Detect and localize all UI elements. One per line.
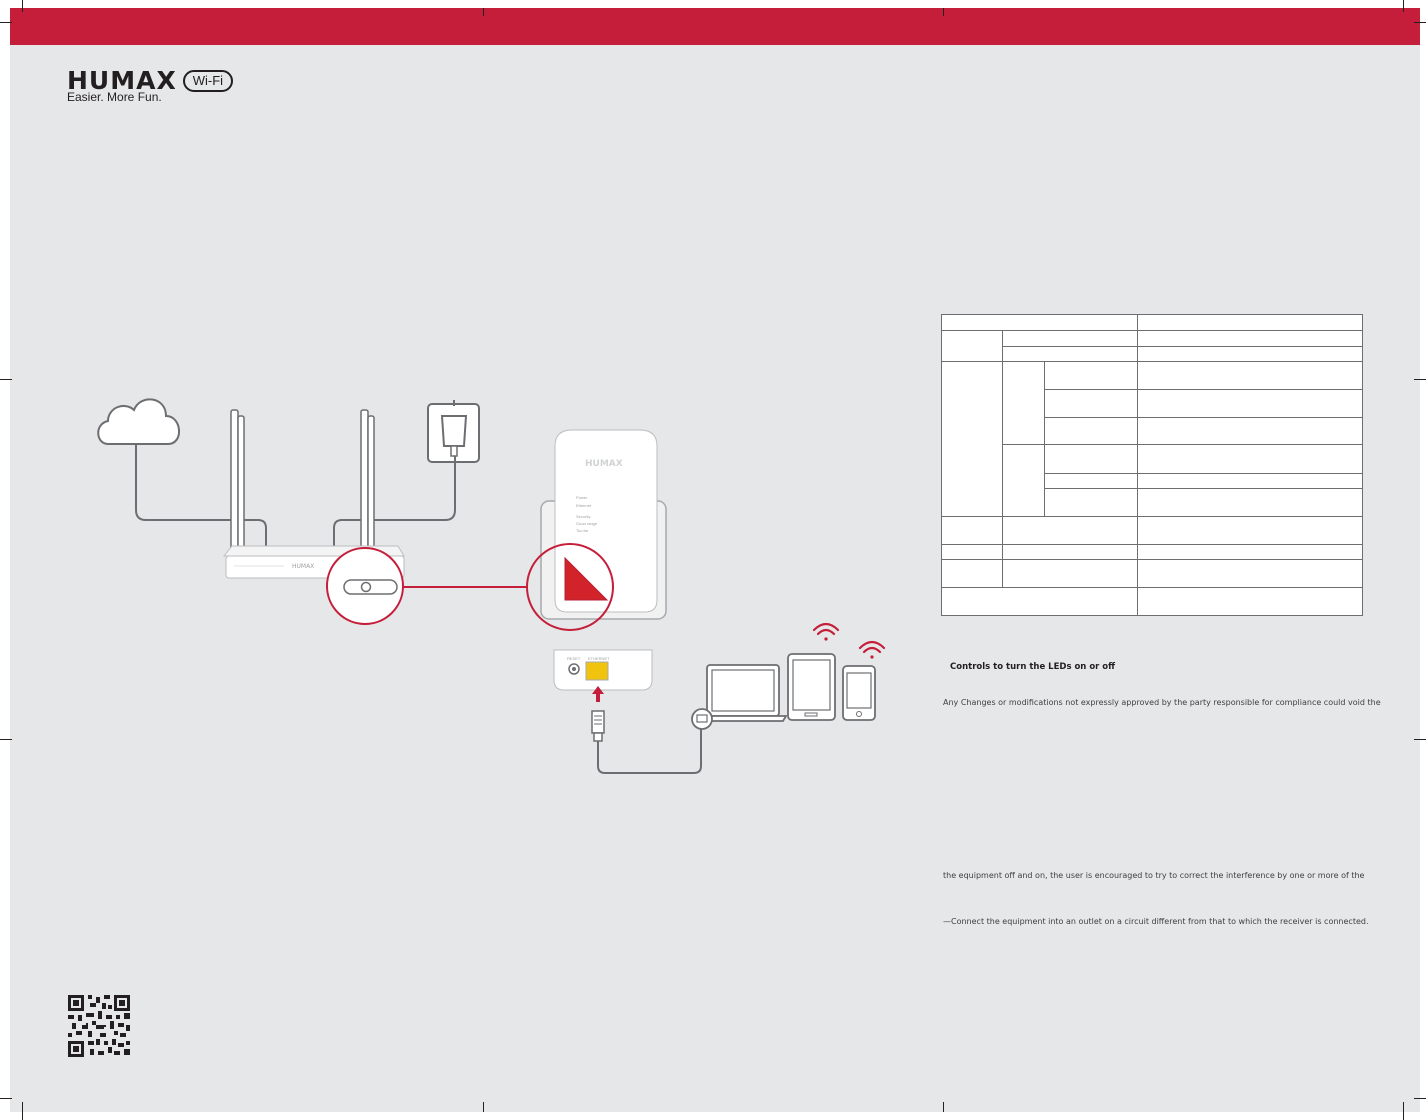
table-cell [941, 330, 1003, 362]
led-label: Ethernet [576, 503, 592, 508]
extender-wps-button [564, 556, 609, 601]
table-cell [1136, 389, 1363, 418]
table-cell [1001, 444, 1045, 517]
wall-outlet-icon [427, 400, 480, 463]
table-cell [1136, 544, 1363, 560]
table-cell [1136, 417, 1363, 445]
extender-bottom-view: RESET ETHERNET [553, 649, 653, 691]
top-accent-bar [10, 8, 1420, 45]
table-cell [941, 587, 1138, 616]
table-row [941, 559, 1363, 588]
table-cell [941, 544, 1003, 560]
table-cell [941, 559, 1003, 588]
crop-mark [483, 1102, 484, 1112]
table-row [941, 544, 1363, 560]
router-brand: HUMAX [292, 563, 314, 570]
table-cell [1043, 444, 1138, 474]
port-label: RESET [567, 656, 581, 661]
table-cell [1136, 314, 1363, 331]
crop-mark [1414, 739, 1426, 740]
table-row [941, 587, 1363, 616]
qr-code [68, 995, 130, 1057]
table-cell [1043, 473, 1138, 489]
table-cell [1136, 488, 1363, 517]
interference-notice: the equipment off and on, the user is en… [943, 871, 1365, 880]
ethernet-port [585, 661, 609, 681]
power-cable [333, 456, 456, 548]
tablet-icon [787, 653, 836, 721]
changes-notice: Any Changes or modifications not express… [943, 698, 1381, 707]
table-row [941, 314, 1363, 331]
table-cell [941, 361, 1003, 517]
wifi-signal-icon [812, 622, 840, 641]
table-cell [1001, 516, 1138, 545]
table-cell [1136, 587, 1363, 616]
insert-arrow-icon [592, 686, 604, 702]
laptop-icon [698, 664, 788, 722]
table-cell [1001, 330, 1138, 347]
outlet-notice: —Connect the equipment into an outlet on… [943, 917, 1369, 926]
crop-mark [1414, 22, 1426, 23]
extender-brand: HUMAX [585, 459, 623, 469]
table-cell [1136, 361, 1363, 390]
table-cell [1001, 346, 1138, 362]
crop-mark [1414, 1098, 1426, 1099]
table-cell [1136, 516, 1363, 545]
crop-mark [483, 8, 484, 16]
led-label: Security [576, 514, 590, 519]
internet-cable [135, 444, 267, 548]
table-row [942, 389, 1363, 418]
crop-mark [22, 1102, 23, 1120]
cloud-icon [97, 398, 180, 445]
table-cell [1136, 444, 1363, 474]
table-row [942, 417, 1363, 445]
extender-zoom-circle [526, 543, 614, 631]
table-cell [1136, 346, 1363, 362]
wifi-badge: Wi-Fi [182, 69, 234, 92]
phone-icon [842, 665, 876, 721]
table-cell [941, 314, 1138, 331]
table-cell [1043, 488, 1138, 517]
crop-mark [1414, 379, 1426, 380]
table-cell [1136, 559, 1363, 588]
table-cell [1136, 330, 1363, 347]
led-label: Good range [576, 521, 598, 526]
crop-mark [943, 8, 944, 16]
logo-wordmark: HUMAX [67, 66, 177, 95]
crop-mark [22, 0, 23, 12]
crop-mark [0, 739, 12, 740]
tagline: Easier. More Fun. [67, 90, 162, 104]
crop-mark [0, 22, 12, 23]
crop-mark [1403, 1102, 1404, 1120]
table-row [942, 444, 1363, 517]
table-row [941, 516, 1363, 545]
led-label: Power [576, 495, 588, 500]
table-cell [1136, 473, 1363, 489]
wifi-signal-icon [858, 640, 886, 659]
crop-mark [0, 379, 12, 380]
table-row [941, 330, 1363, 362]
table-cell [1001, 544, 1138, 560]
port-label: ETHERNET [588, 656, 610, 661]
table-cell [1043, 389, 1138, 418]
router-antennas [230, 409, 375, 551]
table-row [942, 488, 1363, 517]
specification-table [941, 314, 1363, 616]
table-cell [1043, 417, 1138, 445]
extender-icon: HUMAX Power Ethernet Security Good range… [540, 429, 667, 620]
led-label: Too far [576, 528, 589, 533]
crop-mark [1403, 0, 1404, 12]
table-row [941, 361, 1363, 517]
table-cell [1001, 361, 1045, 445]
crop-mark [943, 1102, 944, 1112]
crop-mark [0, 1098, 12, 1099]
led-controls-heading: Controls to turn the LEDs on or off [950, 662, 1116, 672]
table-cell [1001, 559, 1138, 588]
table-cell [941, 516, 1003, 545]
table-cell [1043, 361, 1138, 390]
ethernet-cable-icon [591, 710, 702, 774]
table-row [942, 346, 1363, 362]
